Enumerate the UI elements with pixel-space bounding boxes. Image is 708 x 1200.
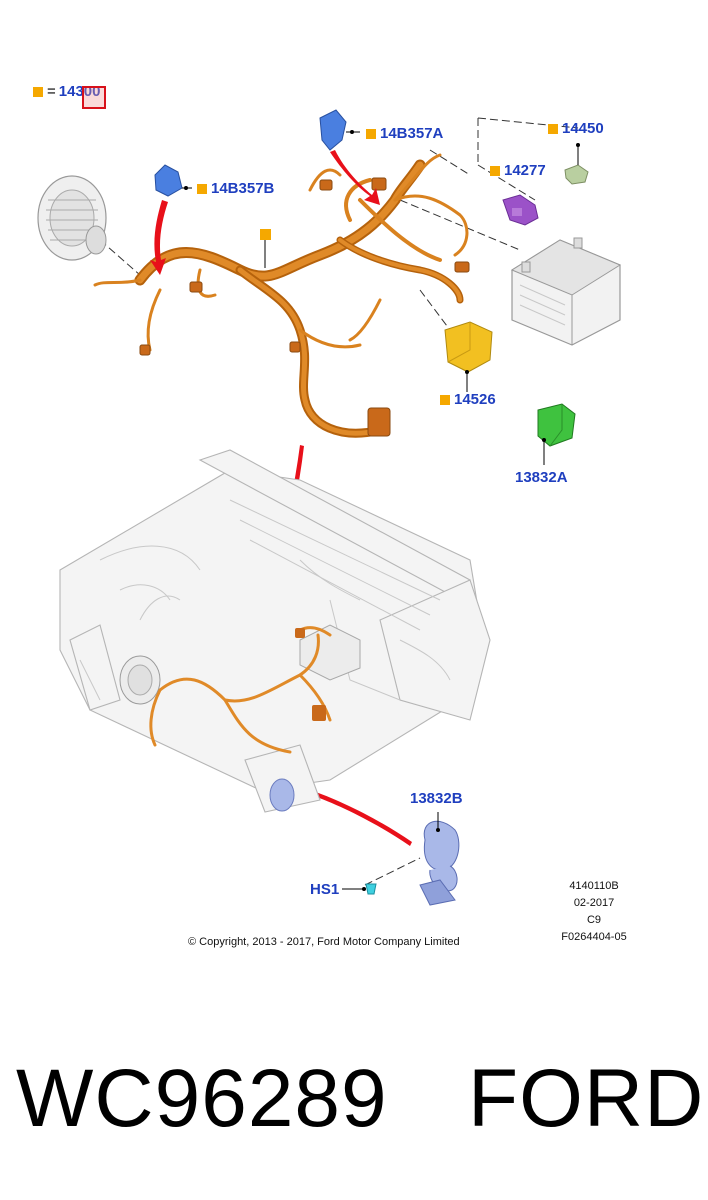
horn-installed [269,778,295,812]
horn-13832B [419,812,460,906]
diagram-artwork [37,109,622,906]
relay-13832A [537,403,576,465]
callout-14B357A[interactable]: 14B357A [366,125,443,142]
connector-14B357B [154,164,192,197]
legend-marker-icon [33,87,43,98]
battery-installed [299,624,361,681]
callout-label: HS1 [310,881,340,898]
harness-marker [260,229,271,268]
callout-label: 13832A [515,469,568,486]
callout-label: 14450 [562,120,604,137]
callout-label: 14526 [454,391,496,408]
marker-icon [440,395,450,406]
marker-icon [548,124,558,135]
alternator-top [37,175,107,261]
alternator-installed [119,655,161,705]
callout-label: 14277 [504,162,546,179]
callout-label: 13832B [410,790,463,807]
callout-13832B[interactable]: 13832B [410,790,463,807]
meta-line-1: 4140110B [569,880,619,892]
copyright-notice: © Copyright, 2013 - 2017, Ford Motor Com… [188,936,460,948]
part-number: WC96289 [16,1053,388,1144]
screw-HS1 [342,883,377,895]
module-14526 [444,321,493,392]
harness-connectors-top [139,177,470,437]
drawing-meta: 4140110B 02-2017 C9 F0264404-05 [552,878,636,946]
callout-label: 14B357A [380,125,444,142]
callout-14277[interactable]: 14277 [490,162,546,179]
marker-icon [366,129,376,140]
marker-icon [490,166,500,177]
marker-icon [197,184,207,195]
connector-14277 [502,194,539,226]
vehicle-body-frame [59,449,491,813]
callout-HS1[interactable]: HS1 [310,881,339,898]
leader-lines [99,117,579,886]
legend-highlight-box [82,86,106,109]
legend-equals: = [47,83,56,100]
meta-line-2: 02-2017 [573,897,615,909]
callout-14526[interactable]: 14526 [440,391,496,408]
meta-line-3: C9 [586,914,602,926]
battery [510,237,622,346]
connector-14B357A [319,109,360,151]
vehicle-body-detail [79,499,451,701]
brand-name: FORD [468,1053,705,1144]
wiring-harness-top [93,153,469,438]
callout-label: 14B357B [211,180,275,197]
callout-14B357B[interactable]: 14B357B [197,180,274,197]
installed-connectors [295,628,326,721]
connector-14450 [564,143,589,185]
callout-14450[interactable]: 14450 [548,120,604,137]
meta-line-4: F0264404-05 [561,931,627,943]
callout-13832A[interactable]: 13832A [515,469,568,486]
red-arrows-top [150,150,412,846]
